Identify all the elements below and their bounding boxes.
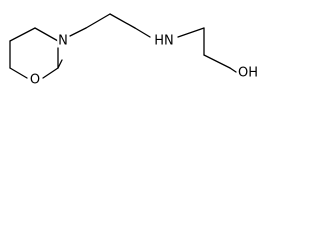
bond-nh-c10 xyxy=(177,27,205,38)
bond-c7-c8 xyxy=(85,13,111,29)
bond-c11-c12 xyxy=(203,54,231,69)
chemical-structure: N O HN OH xyxy=(0,0,261,115)
bond-lines xyxy=(9,13,237,79)
bond-c9-nh xyxy=(134,27,151,38)
atom-morpholine-nitrogen: N xyxy=(57,33,69,49)
bond-ring-o-c5 xyxy=(42,67,59,79)
bond-n-c7 xyxy=(69,27,87,37)
bond-ring-c4-o xyxy=(9,67,28,79)
atom-secondary-amine: HN xyxy=(153,33,175,49)
bond-ring-c2-c3 xyxy=(9,27,36,42)
bond-c8-c9 xyxy=(109,13,136,29)
bond-ring-c5-c6 xyxy=(57,59,63,69)
atom-hydroxyl: OH xyxy=(236,65,260,81)
bond-ring-n-c2 xyxy=(34,27,59,42)
atom-morpholine-oxygen: O xyxy=(28,72,42,88)
bond-c12-oh xyxy=(229,67,237,73)
